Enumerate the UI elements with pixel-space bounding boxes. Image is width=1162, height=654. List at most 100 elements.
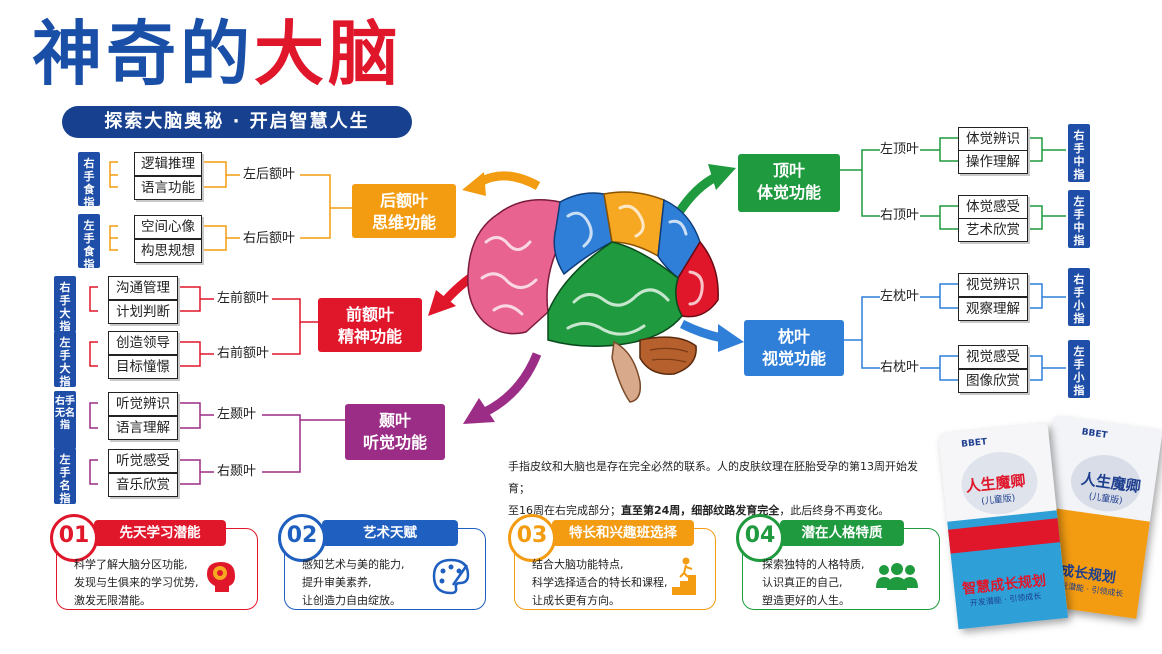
hand-tag-right-thumb: 右手大指	[54, 276, 76, 333]
card3-line1: 结合大脑功能特点,	[532, 558, 624, 571]
lobe-rear-frontal-name: 后额叶	[379, 191, 428, 210]
paragraph-line1: 手指皮纹和大脑也是存在完全必然的联系。人的皮肤纹理在胚胎受孕的第13周开始发育；	[508, 460, 918, 495]
trait-conception: 构思规想	[134, 239, 202, 263]
book-front-cover: BBET 人生魔卿 (儿童版) 智慧成长规划 开发潜能 · 引领成长	[938, 422, 1068, 630]
hand-tag-left-ring: 左手名指	[54, 448, 76, 505]
hand-tag-right-little: 右手小指	[1068, 268, 1090, 326]
arrow-to-occipital	[680, 319, 744, 352]
lobe-parietal-func: 体觉功能	[756, 183, 821, 202]
card1-line3: 激发无限潜能。	[74, 594, 151, 607]
trait-operation: 操作理解	[958, 150, 1028, 174]
card4-title: 潜在人格特质	[780, 520, 904, 546]
hand-tag-left-middle: 左手中指	[1068, 190, 1090, 248]
book-front-brand: BBET	[960, 437, 988, 450]
card4-text: 探索独特的人格特质, 认识真正的自己, 塑造更好的人生。	[762, 556, 865, 610]
description-paragraph: 手指皮纹和大脑也是存在完全必然的联系。人的皮肤纹理在胚胎受孕的第13周开始发育；…	[508, 456, 938, 522]
hand-tag-right-middle: 右手中指	[1068, 124, 1090, 182]
trait-communication: 沟通管理	[108, 276, 178, 300]
card3-title: 特长和兴趣班选择	[552, 520, 694, 546]
trait-visual-recognition: 视觉辨识	[958, 273, 1028, 297]
hand-tag-right-ring: 右手无名指	[54, 391, 76, 449]
card3-line2: 科学选择适合的特长和课程,	[532, 576, 668, 589]
label-right-front-frontal: 右前额叶	[217, 346, 270, 361]
trait-image-appreciation: 图像欣赏	[958, 369, 1028, 393]
arrow-to-rear-frontal	[462, 171, 541, 196]
hand-tag-left-little: 左手小指	[1068, 340, 1090, 398]
trait-music: 音乐欣赏	[108, 473, 178, 497]
label-left-occipital: 左枕叶	[880, 289, 920, 304]
arrow-to-parietal	[674, 164, 736, 217]
trait-creative-leading: 创造领导	[108, 331, 178, 355]
lobe-front-frontal: 前额叶 精神功能	[318, 298, 422, 352]
lobe-front-frontal-func: 精神功能	[337, 327, 402, 346]
brain-illustration	[467, 191, 719, 403]
trait-visual-feeling: 视觉感受	[958, 345, 1028, 369]
card4-line2: 认识真正的自己,	[762, 576, 843, 589]
card1-line1: 科学了解大脑分区功能,	[74, 558, 188, 571]
hand-tag-left-index: 左手食指	[78, 214, 100, 271]
trait-body-recognition: 体觉辨识	[958, 127, 1028, 151]
lobe-rear-frontal-func: 思维功能	[371, 213, 436, 232]
page-title: 神奇的大脑	[32, 14, 402, 94]
lobe-temporal-name: 颞叶	[378, 411, 411, 430]
trait-spatial: 空间心像	[134, 215, 202, 239]
card3-text: 结合大脑功能特点, 科学选择适合的特长和课程, 让成长更有方向。	[532, 556, 668, 610]
paragraph-line2-a: 至16周在右完成部分；	[508, 504, 621, 517]
hand-tag-left-thumb: 左手大指	[54, 331, 76, 388]
card2-line1: 感知艺术与美的能力,	[302, 558, 405, 571]
trait-auditory-recognition: 听觉辨识	[108, 392, 178, 416]
trait-logic: 逻辑推理	[134, 152, 202, 176]
card4-line3: 塑造更好的人生。	[762, 594, 850, 607]
trait-planning: 计划判断	[108, 300, 178, 324]
hand-tag-right-index: 右手食指	[78, 152, 100, 209]
book-back-brand: BBET	[1080, 427, 1109, 441]
paragraph-line2: 至16周在右完成部分；直至第24周，细部纹路发育完全，此后终身不再变化。	[508, 500, 938, 522]
card1-number: 01	[50, 514, 98, 562]
lobe-rear-frontal: 后额叶 思维功能	[352, 184, 456, 238]
brain-head-icon	[207, 562, 235, 592]
lobe-occipital-name: 枕叶	[777, 327, 810, 346]
trait-language-understanding: 语言理解	[108, 416, 178, 440]
card4-line1: 探索独特的人格特质,	[762, 558, 865, 571]
card1-text: 科学了解大脑分区功能, 发现与生俱来的学习优势, 激发无限潜能。	[74, 556, 199, 610]
subtitle-banner: 探索大脑奥秘 · 开启智慧人生	[62, 106, 412, 138]
card1-title: 先天学习潜能	[94, 520, 226, 546]
label-left-parietal: 左顶叶	[880, 142, 920, 157]
title-part1: 神奇的	[32, 13, 254, 95]
label-right-parietal: 右顶叶	[880, 208, 920, 223]
card2-text: 感知艺术与美的能力, 提升审美素养, 让创造力自由绽放。	[302, 556, 405, 610]
people-group-icon	[876, 563, 918, 590]
card3-line3: 让成长更有方向。	[532, 594, 620, 607]
paragraph-line2-c: ，此后终身不再变化。	[779, 504, 890, 517]
trait-language: 语言功能	[134, 176, 202, 200]
trait-goal-vision: 目标憧憬	[108, 355, 178, 379]
paragraph-line2-bold: 直至第24周，细部纹路发育完全	[621, 504, 780, 517]
lobe-occipital-func: 视觉功能	[761, 349, 826, 368]
card2-line2: 提升审美素养,	[302, 576, 372, 589]
card2-number: 02	[278, 514, 326, 562]
trait-art-appreciation: 艺术欣赏	[958, 218, 1028, 242]
trait-observation: 观察理解	[958, 297, 1028, 321]
label-right-rear-frontal: 右后额叶	[243, 231, 296, 246]
label-right-occipital: 右枕叶	[880, 360, 920, 375]
palette-icon	[432, 558, 470, 595]
lobe-parietal-name: 顶叶	[772, 161, 805, 180]
card1-line2: 发现与生俱来的学习优势,	[74, 576, 199, 589]
lobe-temporal: 颞叶 听觉功能	[345, 404, 445, 460]
label-left-temporal: 左颞叶	[217, 407, 257, 422]
card2-line3: 让创造力自由绽放。	[302, 594, 401, 607]
lobe-occipital: 枕叶 视觉功能	[744, 320, 844, 376]
lobe-front-frontal-name: 前额叶	[345, 305, 394, 324]
label-left-rear-frontal: 左后额叶	[243, 167, 296, 182]
lobe-parietal: 顶叶 体觉功能	[738, 154, 840, 212]
trait-auditory-feeling: 听觉感受	[108, 449, 178, 473]
arrow-to-temporal	[463, 352, 542, 424]
card3-number: 03	[508, 514, 556, 562]
card2-title: 艺术天赋	[322, 520, 458, 546]
lobe-temporal-func: 听觉功能	[362, 433, 427, 452]
label-left-front-frontal: 左前额叶	[217, 291, 270, 306]
stairs-climb-icon	[672, 557, 696, 595]
card4-number: 04	[736, 514, 784, 562]
trait-body-feeling: 体觉感受	[958, 195, 1028, 219]
label-right-temporal: 右颞叶	[217, 464, 257, 479]
